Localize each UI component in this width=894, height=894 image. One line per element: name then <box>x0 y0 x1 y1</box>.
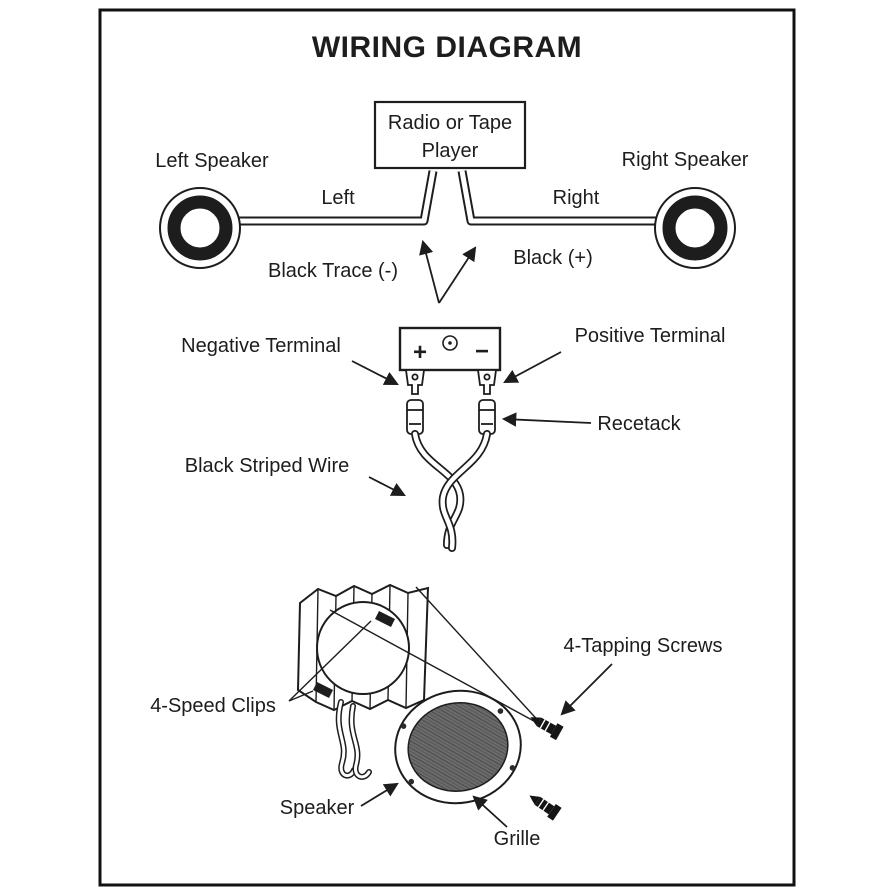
plus-symbol: + <box>413 339 427 366</box>
black-striped-wire-label: Black Striped Wire <box>185 455 350 477</box>
speed-clip-bottom <box>313 682 333 698</box>
tapping-screws-arrow <box>560 663 613 716</box>
right-wire-label: Right <box>553 187 600 209</box>
radio-box-label-line1: Radio or Tape <box>388 112 512 134</box>
twisted-wire-pair <box>411 430 491 552</box>
black-trace-negative-label: Black Trace (-) <box>268 260 398 282</box>
right-speaker-wire <box>457 170 656 226</box>
speed-clip-top <box>375 611 395 627</box>
negative-terminal-label: Negative Terminal <box>181 335 341 357</box>
terminal-block-center-dot <box>448 341 452 345</box>
black-striped-wire-arrow <box>368 476 406 496</box>
mounting-panel <box>296 583 430 712</box>
positive-terminal-lug <box>476 369 498 395</box>
right-receptacle-connector <box>478 399 496 435</box>
speed-clips-label: 4-Speed Clips <box>150 695 276 717</box>
left-speaker-wire <box>238 170 438 226</box>
receptacle-arrow <box>501 412 592 427</box>
speaker-cutout-circle <box>316 601 410 695</box>
positive-terminal-label: Positive Terminal <box>575 325 726 347</box>
negative-terminal-lug <box>404 369 426 395</box>
left-wire-label: Left <box>321 187 355 209</box>
panel-hanging-wires <box>335 699 372 780</box>
black-positive-label: Black (+) <box>513 247 592 269</box>
wire-polarity-pointer-lines <box>419 239 477 304</box>
radio-box-label-line2: Player <box>422 140 479 162</box>
radio-box: Radio or Tape Player <box>373 100 527 170</box>
left-speaker-label: Left Speaker <box>155 150 269 172</box>
left-receptacle-connector <box>406 399 424 435</box>
grille-label: Grille <box>494 828 541 850</box>
minus-symbol: − <box>475 338 489 365</box>
left-speaker-icon <box>159 187 241 269</box>
tapping-screw-top <box>530 717 564 741</box>
tapping-screws-label: 4-Tapping Screws <box>564 635 723 657</box>
diagram-title: WIRING DIAGRAM <box>312 31 582 64</box>
receptacle-label: Recetack <box>597 413 681 435</box>
speed-clips-pointer-lines <box>288 620 372 702</box>
speaker-arrow <box>360 782 399 807</box>
right-speaker-icon <box>654 187 736 269</box>
speaker-label: Speaker <box>280 797 355 819</box>
screw-alignment-lines <box>329 586 544 727</box>
terminal-block: + − <box>398 326 502 372</box>
positive-terminal-arrow <box>503 351 562 384</box>
grille-icon <box>394 689 522 805</box>
tapping-screw-bottom <box>529 795 562 821</box>
negative-terminal-arrow <box>351 360 399 385</box>
right-speaker-label: Right Speaker <box>622 149 749 171</box>
grille-arrow <box>472 795 508 828</box>
